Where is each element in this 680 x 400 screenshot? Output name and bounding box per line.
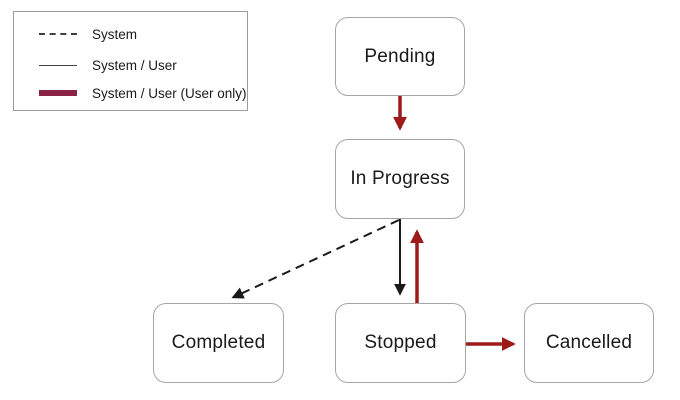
- state-node-stopped: Stopped: [335, 303, 466, 383]
- legend-label: System: [92, 26, 138, 42]
- state-label: Cancelled: [545, 332, 633, 353]
- legend-item-system: System: [14, 24, 247, 44]
- state-node-pending: Pending: [335, 17, 465, 96]
- state-node-in-progress: In Progress: [335, 139, 465, 219]
- legend-label: System / User: [92, 57, 177, 73]
- state-label: Stopped: [364, 332, 437, 353]
- legend: System System / User System / User (User…: [13, 11, 248, 111]
- thick-line-swatch: [39, 90, 77, 96]
- state-label: In Progress: [350, 168, 450, 189]
- solid-line-swatch: [39, 64, 77, 66]
- state-node-cancelled: Cancelled: [524, 303, 654, 383]
- state-label: Pending: [364, 45, 436, 67]
- state-node-completed: Completed: [153, 303, 284, 383]
- dashed-line-swatch: [39, 33, 77, 35]
- legend-item-system-user: System / User: [14, 55, 247, 75]
- legend-item-user-only: System / User (User only): [14, 83, 247, 103]
- state-label: Completed: [171, 332, 266, 353]
- legend-label: System / User (User only): [92, 85, 247, 101]
- edge-in-progress-to-completed: [231, 219, 400, 299]
